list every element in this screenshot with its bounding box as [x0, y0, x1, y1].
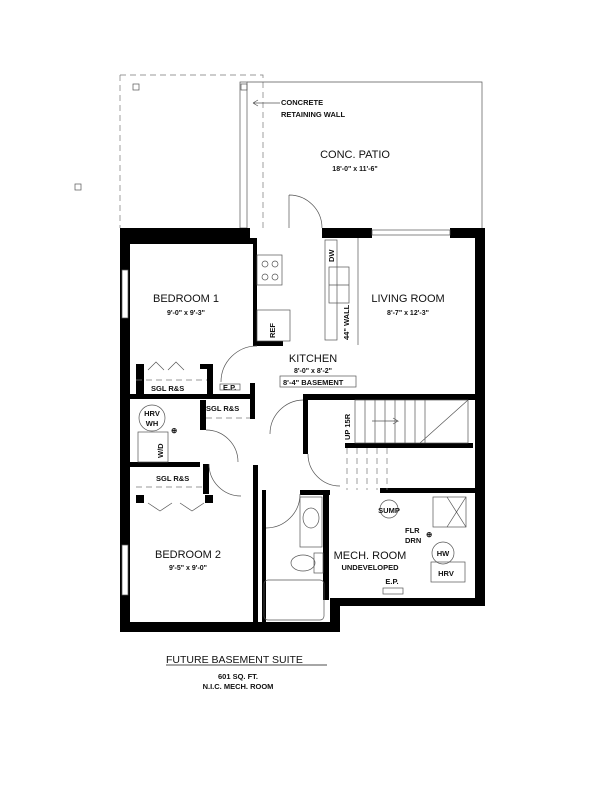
- room-name-patio: CONC. PATIO: [320, 149, 390, 161]
- electrical-panel: [382, 587, 404, 595]
- sink-icon: [302, 507, 320, 529]
- hrv-wh-label: WH: [146, 419, 159, 428]
- ceiling-note: 8'-4" BASEMENT: [283, 378, 344, 387]
- electrical-panel-label: E.P.: [385, 577, 398, 586]
- room-name-mech: MECH. ROOM: [334, 550, 407, 562]
- retaining-wall: [239, 81, 248, 229]
- kitchen-fixtures: [256, 238, 359, 345]
- bifold-door: [147, 361, 185, 371]
- post-icon: [240, 83, 248, 91]
- counter: [324, 239, 338, 341]
- window: [121, 544, 129, 596]
- hrv-unit-icon: [430, 561, 466, 583]
- plan-title: FUTURE BASEMENT SUITE: [166, 654, 303, 666]
- bathroom-fixtures: [263, 496, 325, 621]
- floor-drain-label: DRN: [405, 536, 421, 545]
- floor-drain-icon: ⊕: [171, 426, 178, 435]
- room-size-bedroom-1: 9'-0" x 9'-3": [167, 310, 205, 317]
- hot-water-tank-icon: [431, 541, 455, 565]
- room-note-mech: UNDEVELOPED: [341, 563, 399, 572]
- half-wall-label: 44" WALL: [342, 304, 351, 340]
- electrical-panel: [219, 383, 241, 391]
- hot-water-label: HW: [437, 549, 450, 558]
- electrical-panel-label: E.P.: [223, 383, 236, 392]
- refrigerator-icon: [256, 309, 291, 342]
- retaining-wall-label: CONCRETE: [281, 98, 323, 107]
- hrv-label: HRV: [438, 569, 454, 578]
- interior-doors[interactable]: [147, 345, 341, 529]
- room-size-kitchen: 8'-0" x 8'-2": [294, 368, 332, 375]
- room-name-kitchen: KITCHEN: [289, 353, 337, 365]
- ceiling-note-box: [279, 375, 357, 388]
- plan-area: 601 SQ. FT.: [218, 672, 258, 681]
- closet-label: SGL R&S: [156, 474, 189, 483]
- dashed-deck-outline: [74, 74, 264, 228]
- window: [121, 269, 129, 319]
- washer-dryer-label: W/D: [156, 443, 165, 458]
- exterior-walls: [120, 228, 485, 632]
- refrigerator-label: REF: [268, 323, 277, 338]
- floor-drain-icon: ⊕: [426, 530, 433, 539]
- patio-door[interactable]: [288, 194, 323, 229]
- bathtub-icon: [263, 579, 325, 621]
- hrv-water-heater-icon: [138, 404, 166, 432]
- post-icon: [132, 83, 140, 91]
- post-icon: [74, 183, 82, 191]
- floor-drain-label: FLR: [405, 526, 420, 535]
- room-size-patio: 18'-0" x 11'-6": [332, 166, 377, 173]
- room-name-bedroom-2: BEDROOM 2: [155, 549, 221, 561]
- bifold-door: [147, 502, 205, 512]
- retaining-wall-label: RETAINING WALL: [281, 110, 345, 119]
- plan-note: N.I.C. MECH. ROOM: [203, 682, 274, 691]
- stove-icon: [256, 254, 283, 286]
- room-name-living: LIVING ROOM: [371, 293, 444, 305]
- room-size-bedroom-2: 9'-5" x 9'-0": [169, 565, 207, 572]
- hrv-wh-label: HRV: [144, 409, 160, 418]
- toilet-icon: [290, 554, 316, 572]
- sump-pit-icon: [379, 499, 399, 519]
- staircase[interactable]: [346, 399, 469, 490]
- furnace-icon: [432, 496, 467, 528]
- closet-label: SGL R&S: [206, 404, 239, 413]
- stairs-label: UP 15R: [343, 413, 352, 440]
- interior-walls: [130, 238, 475, 622]
- leader-arrow-icon: [252, 99, 280, 107]
- vanity: [299, 496, 323, 548]
- sump-label: SUMP: [378, 506, 400, 515]
- room-size-living: 8'-7" x 12'-3": [387, 310, 429, 317]
- washer-dryer-icon: [137, 431, 169, 463]
- room-name-bedroom-1: BEDROOM 1: [153, 293, 219, 305]
- dishwasher-label: DW: [327, 249, 336, 262]
- closet-label: SGL R&S: [151, 384, 184, 393]
- window: [371, 229, 451, 236]
